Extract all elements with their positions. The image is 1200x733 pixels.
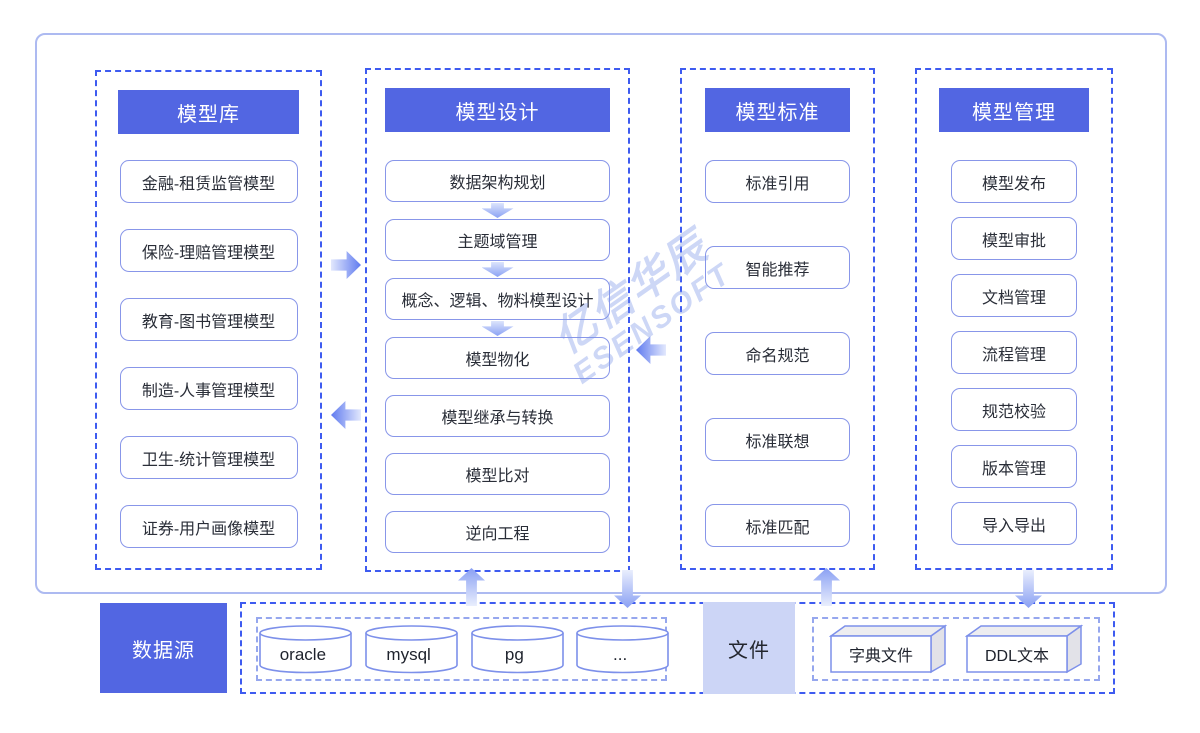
cylinder-icon bbox=[576, 625, 670, 674]
box3d-icon bbox=[829, 624, 947, 674]
file-artifact-box: 字典文件 bbox=[829, 624, 947, 674]
database-label: pg bbox=[504, 645, 524, 664]
library-item: 卫生-统计管理模型 bbox=[119, 436, 298, 479]
database-label: oracle bbox=[279, 645, 327, 664]
library-item: 金融-租赁监管模型 bbox=[119, 160, 298, 203]
management-item: 模型审批 bbox=[951, 217, 1077, 260]
standard-item: 智能推荐 bbox=[705, 246, 850, 289]
database-group: oracle mysql pg ... bbox=[256, 617, 670, 681]
panel-model-design-header: 模型设计 bbox=[385, 88, 610, 132]
sources-container bbox=[240, 602, 1115, 694]
file-artifact-group: 字典文件 DDL文本 bbox=[812, 617, 1100, 681]
library-item: 教育-图书管理模型 bbox=[119, 298, 298, 341]
panel-model-library: 模型库 金融-租赁监管模型 保险-理赔管理模型 教育-图书管理模型 制造-人事管… bbox=[95, 70, 322, 570]
design-step: 模型继承与转换 bbox=[385, 395, 610, 437]
file-artifact-label: DDL文本 bbox=[984, 648, 1049, 665]
management-item: 文档管理 bbox=[951, 274, 1077, 317]
panel-model-standard-header: 模型标准 bbox=[705, 88, 850, 132]
arrow-down-icon bbox=[481, 321, 514, 336]
management-item: 版本管理 bbox=[951, 445, 1077, 488]
management-item: 流程管理 bbox=[951, 331, 1077, 374]
database-label: ... bbox=[613, 645, 628, 664]
cylinder-icon bbox=[470, 625, 564, 674]
cylinder-icon bbox=[259, 625, 352, 674]
database-label: mysql bbox=[386, 645, 431, 664]
arrow-down-icon bbox=[481, 203, 514, 218]
panel-model-library-header: 模型库 bbox=[118, 90, 299, 134]
library-item: 证券-用户画像模型 bbox=[119, 505, 298, 548]
panel-model-management-header: 模型管理 bbox=[939, 88, 1089, 132]
standard-item: 命名规范 bbox=[705, 332, 850, 375]
design-step: 数据架构规划 bbox=[385, 160, 610, 202]
database-cylinder: mysql bbox=[364, 624, 458, 674]
design-step: 逆向工程 bbox=[385, 511, 610, 553]
design-step: 主题域管理 bbox=[385, 219, 610, 261]
file-artifact-label: 字典文件 bbox=[848, 648, 913, 665]
panel-model-design: 模型设计 数据架构规划 主题域管理 概念、逻辑、物料模型设计 模型物化 模型继承… bbox=[365, 68, 630, 572]
standard-item: 标准匹配 bbox=[705, 504, 850, 547]
management-item: 导入导出 bbox=[951, 502, 1077, 545]
management-item: 模型发布 bbox=[951, 160, 1077, 203]
datasource-box: 数据源 bbox=[100, 603, 227, 693]
library-item: 制造-人事管理模型 bbox=[119, 367, 298, 410]
design-step: 概念、逻辑、物料模型设计 bbox=[385, 278, 610, 320]
panel-model-standard: 模型标准 标准引用 智能推荐 命名规范 标准联想 标准匹配 bbox=[680, 68, 875, 570]
file-box: 文件 bbox=[703, 602, 795, 694]
design-step: 模型物化 bbox=[385, 337, 610, 379]
cylinder-icon bbox=[364, 625, 458, 674]
database-cylinder: ... bbox=[575, 624, 670, 674]
file-artifact-box: DDL文本 bbox=[965, 624, 1083, 674]
management-item: 规范校验 bbox=[951, 388, 1077, 431]
panel-model-management: 模型管理 模型发布 模型审批 文档管理 流程管理 规范校验 版本管理 导入导出 bbox=[915, 68, 1113, 570]
arrow-down-icon bbox=[481, 262, 514, 277]
library-item: 保险-理赔管理模型 bbox=[119, 229, 298, 272]
box3d-icon bbox=[965, 624, 1083, 674]
design-step: 模型比对 bbox=[385, 453, 610, 495]
standard-item: 标准引用 bbox=[705, 160, 850, 203]
database-cylinder: oracle bbox=[258, 624, 352, 674]
standard-item: 标准联想 bbox=[705, 418, 850, 461]
database-cylinder: pg bbox=[470, 624, 564, 674]
